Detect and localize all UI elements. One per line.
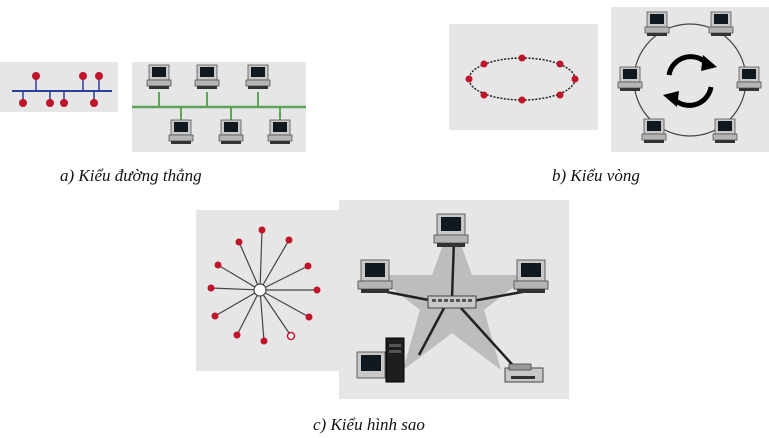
computer-icon xyxy=(513,259,549,294)
computer-icon xyxy=(708,11,734,37)
star-network-panel xyxy=(339,200,569,399)
tower-computer-icon xyxy=(356,337,405,383)
bus-schematic-panel xyxy=(0,62,118,112)
computer-icon xyxy=(736,66,762,92)
star-schematic-panel xyxy=(196,210,339,371)
ring-schematic-panel xyxy=(449,24,598,130)
caption-star: c) Kiểu hình sao xyxy=(313,415,425,434)
computer-icon xyxy=(433,213,469,248)
computer-icon xyxy=(146,64,172,90)
bus-network-panel xyxy=(132,62,306,152)
computer-icon xyxy=(617,66,643,92)
computer-icon xyxy=(357,259,393,294)
computer-icon xyxy=(168,119,194,145)
computer-icon xyxy=(644,11,670,37)
computer-icon xyxy=(267,119,293,145)
caption-ring: b) Kiểu vòng xyxy=(552,166,640,185)
computer-icon xyxy=(245,64,271,90)
computer-icon xyxy=(712,118,738,144)
computer-icon xyxy=(218,119,244,145)
ring-network-panel xyxy=(611,7,769,152)
computer-icon xyxy=(641,118,667,144)
computer-icon xyxy=(194,64,220,90)
hub-icon xyxy=(427,295,477,309)
caption-bus: a) Kiểu đường thẳng xyxy=(60,166,202,185)
printer-icon xyxy=(504,363,544,383)
